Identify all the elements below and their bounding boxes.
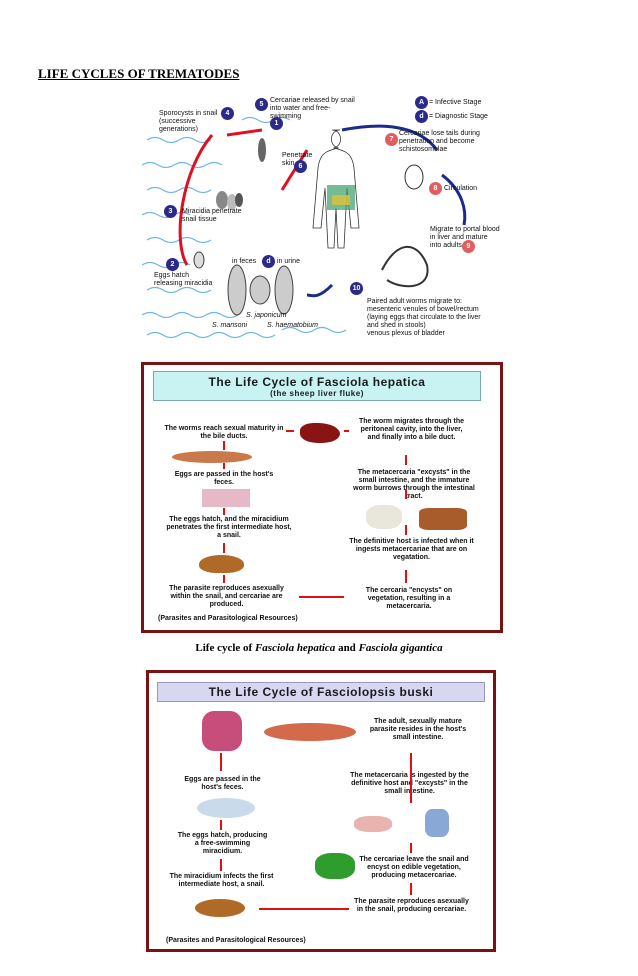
fasciola-step-2: Eggs are passed in the host's feces. [174, 471, 274, 486]
in-urine-label: in urine [277, 258, 300, 265]
caption-prefix: Life cycle of [195, 642, 255, 654]
cow-image [419, 508, 467, 530]
fasciola-step-6: The definitive host is infected when it … [349, 538, 474, 561]
migrate-portal-label: Migrate to portal blood in liver and mat… [430, 226, 500, 249]
step-9-badge: 9 [462, 240, 475, 253]
fasciolopsis-step-1: The adult, sexually mature parasite resi… [369, 718, 467, 741]
schistosoma-diagram: Sporocysts in snail (successive generati… [142, 90, 502, 345]
fasciolopsis-step-2: Eggs are passed in the host's feces. [184, 776, 261, 791]
in-feces-label: in feces [232, 258, 257, 265]
egg-image [197, 798, 255, 818]
s-japonicum-label: S. japonicum [246, 312, 287, 319]
fasciola-title: The Life Cycle of Fasciola hepatica [208, 375, 426, 389]
intestine-image [202, 711, 242, 751]
fasciola-source: (Parasites and Parasitological Resources… [158, 615, 298, 622]
step-8-badge: 8 [429, 182, 442, 195]
legend-infective-label: = Infective Stage [429, 99, 482, 106]
cercariae-lose-tails-label: Cercariae lose tails during penetration … [399, 130, 480, 153]
person-eating-image [425, 809, 449, 837]
caption-species-1: Fasciola hepatica [254, 642, 336, 654]
fasciola-step-1: The worms reach sexual maturity in the b… [164, 425, 284, 440]
snail-image [199, 555, 244, 573]
s-mansoni-label: S. mansoni [212, 322, 248, 329]
cycle-arrow-red [178, 134, 214, 266]
fasciola-title-band: The Life Cycle of Fasciola hepatica (the… [153, 371, 481, 401]
fasciolopsis-step-5: The parasite reproduces asexually in the… [354, 898, 469, 913]
fasciolopsis-step-4: The miracidium infects the first interme… [169, 873, 274, 888]
sheep-image [366, 505, 402, 529]
penetrate-skin-label: Penetrate skin [282, 152, 313, 167]
step-3-badge: 3 [164, 205, 177, 218]
fasciola-hepatica-card: The Life Cycle of Fasciola hepatica (the… [141, 362, 503, 633]
snail-image [195, 899, 245, 917]
step-5-badge: 5 [255, 98, 268, 111]
fasciola-subtitle: (the sheep liver fluke) [270, 389, 364, 398]
eggs-hatch-label: Eggs hatch releasing miracidia [154, 272, 213, 287]
s-haematobium-label: S. haematobium [267, 322, 318, 329]
liver-image [300, 423, 340, 443]
fasciola-arrows [223, 430, 407, 598]
legend-diagnostic-badge: d [415, 110, 428, 123]
legend-infective-badge: A [415, 96, 428, 109]
mesenteric-label: mesenteric venules of bowel/rectum (layi… [367, 306, 481, 329]
step-10-badge: 10 [350, 282, 363, 295]
fasciola-caption: Life cycle of Fasciola hepatica and Fasc… [0, 642, 638, 654]
fasciola-step-5: The cercaria "encysts" on vegetation, re… [365, 587, 453, 610]
fasciola-step-7: The metacercaria "excysts" in the small … [353, 469, 475, 500]
step-7-badge: 7 [385, 133, 398, 146]
adult-worm-image [264, 723, 356, 741]
fasciolopsis-step-3: The eggs hatch, producing a free-swimmin… [177, 832, 268, 855]
fasciola-step-8: The worm migrates through the peritoneal… [358, 418, 464, 441]
step-4-badge: 4 [221, 107, 234, 120]
caption-species-2: Fasciola gigantica [358, 642, 443, 654]
fasciolopsis-buski-card: The Life Cycle of Fasciolopsis buski The… [146, 670, 496, 952]
miracidia-penetrate-label: Miracidia penetrate snail tissue [182, 208, 242, 223]
cercariae-released-label: Cercariae released by snail into water a… [270, 97, 355, 120]
fasciolopsis-source: (Parasites and Parasitological Resources… [166, 937, 306, 944]
fasciolopsis-arrows [220, 753, 412, 910]
step-2-badge: 2 [166, 258, 179, 271]
paired-adults-label: Paired adult worms migrate to: [367, 298, 462, 305]
fasciolopsis-title: The Life Cycle of Fasciolopsis buski [208, 685, 434, 699]
page-heading: LIFE CYCLES OF TREMATODES [38, 66, 240, 81]
adult-worm-image [172, 451, 252, 463]
caption-mid: and [335, 642, 359, 654]
egg-image [202, 489, 250, 507]
fasciola-step-4: The parasite reproduces asexually within… [169, 585, 284, 608]
person-outline [312, 129, 360, 249]
fasciola-step-3: The eggs hatch, and the miracidium penet… [166, 516, 292, 539]
pig-image [354, 816, 392, 832]
vegetation-image [315, 853, 355, 879]
venous-plexus-label: venous plexus of bladder [367, 330, 445, 337]
legend-diagnostic-label: = Diagnostic Stage [429, 113, 488, 120]
fasciolopsis-title-band: The Life Cycle of Fasciolopsis buski [157, 682, 485, 702]
step-6-badge: 6 [294, 160, 307, 173]
fasciolopsis-step-6: The cercariae leave the snail and encyst… [359, 856, 469, 879]
step-1-badge: 1 [270, 117, 283, 130]
fasciolopsis-step-7: The metacercaria is ingested by the defi… [350, 772, 469, 795]
feces-diagnostic-badge: d [262, 255, 275, 268]
sporocysts-label: Sporocysts in snail (successive generati… [159, 110, 218, 133]
circulation-label: Circulation [444, 185, 478, 192]
